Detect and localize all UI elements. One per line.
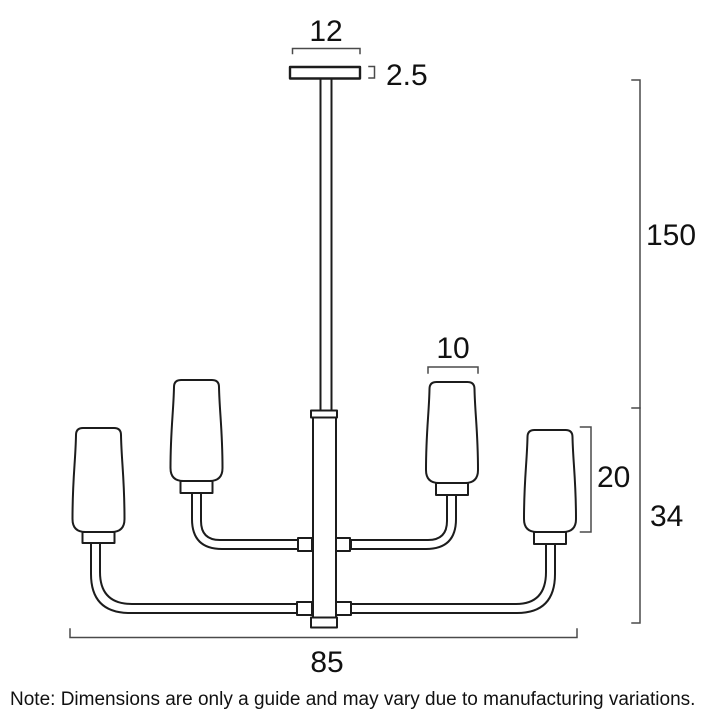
overall-width-line (69, 628, 578, 639)
rod-length-line (631, 79, 641, 409)
shade-height-label: 20 (597, 461, 630, 494)
chandelier-drawing (71, 65, 577, 629)
drop-rod (319, 77, 333, 412)
column-body (312, 416, 337, 619)
lower-right-arm (350, 542, 556, 614)
shade-inner-right-holder (435, 482, 469, 496)
canopy-thickness-bracket (368, 65, 376, 79)
shade-diameter-bracket (427, 366, 479, 374)
lower-left-arm-joint (296, 601, 313, 616)
shade-inner-left (169, 379, 224, 482)
canopy-thickness-label: 2.5 (386, 59, 428, 92)
shade-outer-left-holder (81, 531, 116, 544)
shade-inner-right (425, 381, 479, 484)
ceiling-canopy (288, 65, 362, 80)
canopy-width-label: 12 (309, 15, 342, 48)
upper-right-arm-joint (335, 537, 351, 552)
rod-length-label: 150 (646, 219, 696, 252)
shade-height-bracket (579, 426, 592, 533)
upper-left-arm-joint (297, 537, 313, 552)
body-height-line (631, 407, 641, 624)
manufacturing-note: Note: Dimensions are only a guide and ma… (10, 689, 695, 710)
upper-right-arm (350, 493, 457, 550)
canopy-width-bracket (291, 47, 361, 55)
shade-outer-left (71, 427, 126, 533)
upper-left-arm (191, 491, 299, 550)
column-bottom-cap (310, 616, 338, 629)
overall-width-label: 85 (310, 646, 343, 679)
shade-outer-right-holder (533, 531, 567, 545)
column-top-cap (310, 409, 338, 419)
lower-right-arm-joint (335, 601, 352, 616)
shade-inner-left-holder (179, 480, 214, 494)
dimension-annotations: 12 2.5 150 34 10 20 85 (69, 15, 696, 679)
body-height-label: 34 (650, 500, 683, 533)
lower-left-arm (90, 541, 299, 614)
shade-diameter-label: 10 (436, 332, 469, 365)
shade-outer-right (523, 429, 577, 533)
